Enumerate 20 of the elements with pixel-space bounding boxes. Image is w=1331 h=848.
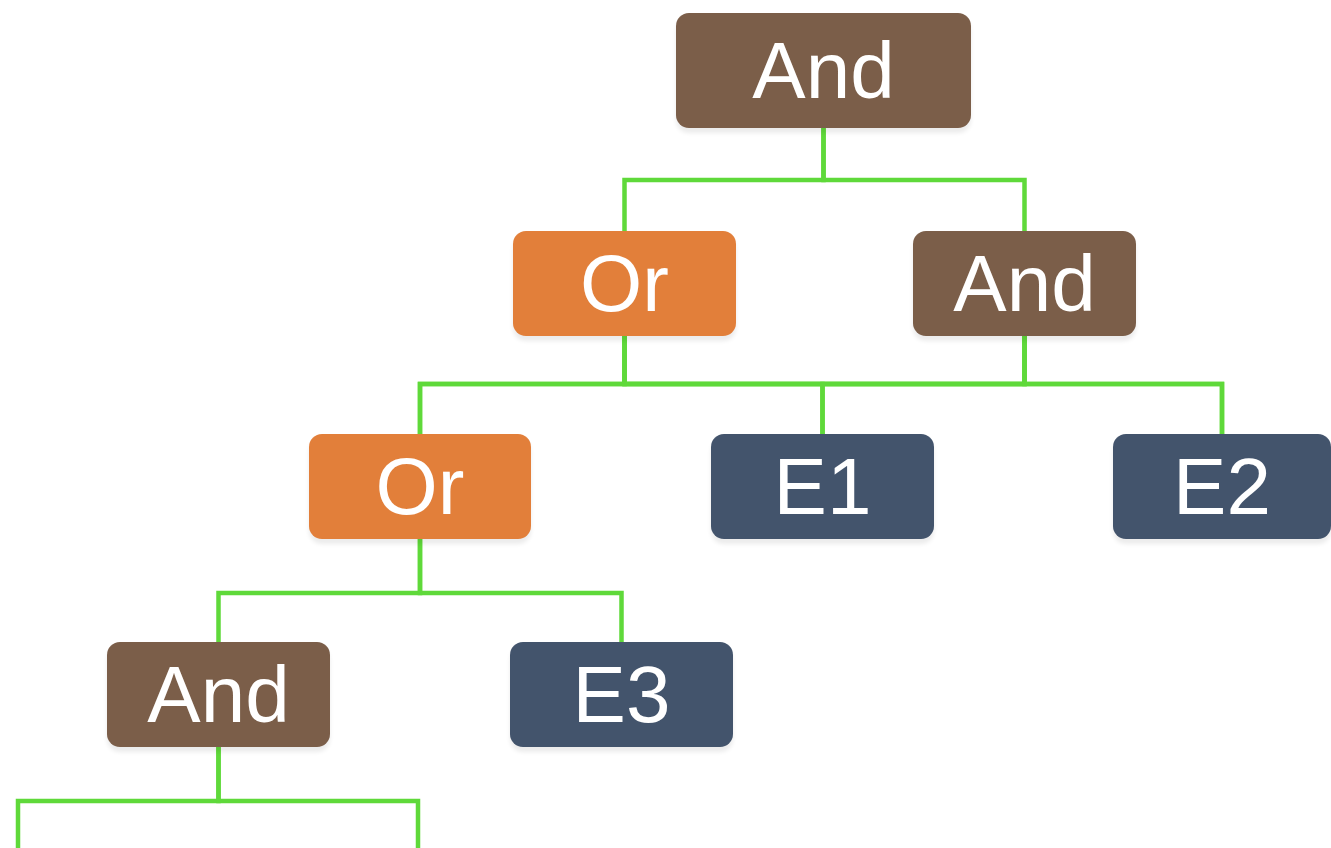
connector-line: [1022, 336, 1225, 434]
gate-label: Or: [375, 446, 465, 527]
gate-label: And: [752, 30, 895, 111]
event-box: [510, 642, 733, 747]
gate-label: E1: [773, 446, 872, 527]
logic-gate-box: [107, 642, 330, 747]
logic-gate-box: [676, 13, 971, 128]
gate-label: E3: [572, 654, 671, 735]
logic-gate-box: [309, 434, 531, 539]
gate-label: E2: [1173, 446, 1271, 527]
logic-gate-box: [913, 231, 1136, 336]
connector-line: [821, 128, 1027, 231]
gate-label: Or: [580, 243, 669, 324]
logic-gate-box: [513, 231, 736, 336]
event-box: [711, 434, 934, 539]
gate-label: And: [953, 243, 1096, 324]
connector-line: [216, 747, 421, 848]
event-box: [1113, 434, 1331, 539]
gate-label: And: [147, 654, 290, 735]
connector-line: [417, 539, 624, 642]
